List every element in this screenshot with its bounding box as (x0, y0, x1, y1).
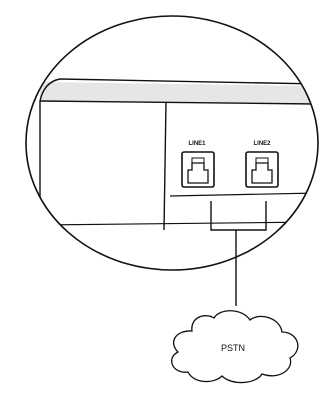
rj11-jack-line1-icon (181, 151, 215, 188)
device-base-plate (169, 192, 318, 197)
device-top-edge (59, 78, 318, 85)
port-label-line1: LINE1 (188, 141, 206, 147)
device-bottom-edge (39, 221, 318, 226)
connection-bracket (210, 201, 267, 231)
device-panel-seam (163, 101, 167, 231)
rj11-jack-line2-icon (245, 151, 279, 188)
device-front-edge (39, 100, 318, 105)
device-left-corner (39, 78, 61, 230)
magnifier-circle (25, 15, 319, 271)
port-line2: LINE2 (245, 141, 279, 188)
port-line1: LINE1 (181, 141, 215, 188)
port-label-line2: LINE2 (253, 141, 271, 147)
pstn-cloud: PSTN (171, 310, 299, 384)
magnified-device-view (39, 78, 318, 231)
pstn-label: PSTN (221, 343, 245, 353)
cloud-icon (171, 310, 299, 384)
device-top-shading (40, 82, 318, 104)
